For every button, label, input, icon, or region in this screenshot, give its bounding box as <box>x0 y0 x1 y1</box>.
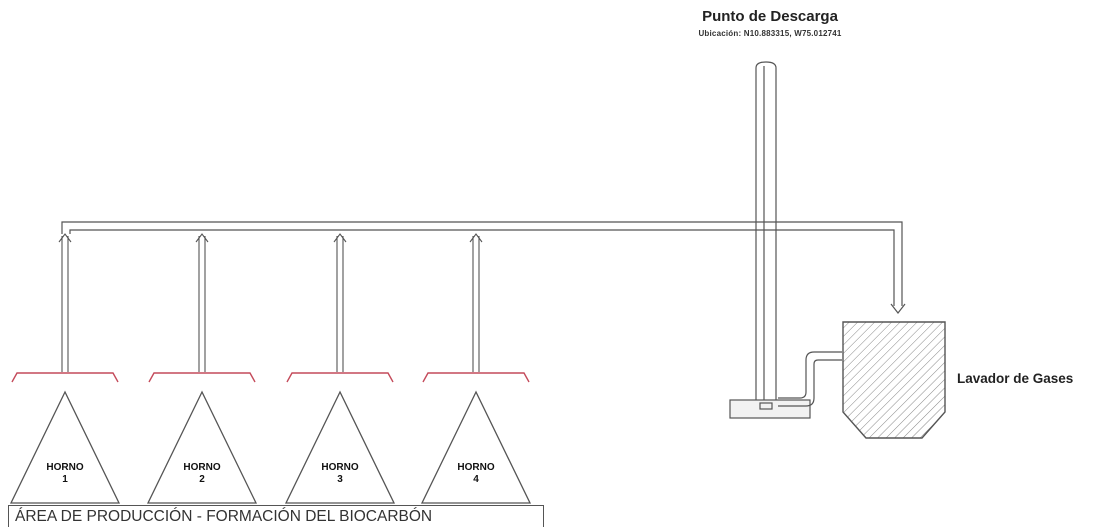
kiln-label-2: HORNO 2 <box>162 462 242 486</box>
scrubber-inlet-arrow <box>890 303 906 314</box>
kiln-name: HORNO <box>457 462 495 473</box>
discharge-stack <box>729 61 811 419</box>
kiln-label-4: HORNO 4 <box>436 462 516 486</box>
kiln-number: 4 <box>473 474 479 485</box>
kiln-hood-3 <box>286 372 394 383</box>
riser-arrow-4 <box>469 233 483 243</box>
kiln-2 <box>146 390 258 504</box>
production-area-label: ÁREA DE PRODUCCIÓN - FORMACIÓN DEL BIOCA… <box>8 505 544 527</box>
kiln-name: HORNO <box>321 462 359 473</box>
kiln-number: 3 <box>337 474 343 485</box>
kiln-hood-2 <box>148 372 256 383</box>
scrubber-connection-pipe <box>778 351 842 407</box>
kiln-label-3: HORNO 3 <box>300 462 380 486</box>
gas-scrubber <box>842 321 946 439</box>
riser-arrow-2 <box>195 233 209 243</box>
kiln-1 <box>9 390 121 504</box>
kiln-number: 1 <box>62 474 68 485</box>
collector-duct <box>61 221 903 306</box>
discharge-point-title: Punto de Descarga <box>702 8 838 25</box>
kiln-name: HORNO <box>46 462 84 473</box>
riser-arrow-3 <box>333 233 347 243</box>
gas-scrubber-label: Lavador de Gases <box>957 371 1074 386</box>
kiln-4 <box>420 390 532 504</box>
kiln-3 <box>284 390 396 504</box>
kiln-hood-1 <box>11 372 119 383</box>
kiln-hood-4 <box>422 372 530 383</box>
discharge-point-location: Ubicación: N10.883315, W75.012741 <box>698 29 842 38</box>
riser-arrow-1 <box>58 233 72 243</box>
kiln-label-1: HORNO 1 <box>25 462 105 486</box>
kiln-name: HORNO <box>183 462 221 473</box>
kiln-number: 2 <box>199 474 205 485</box>
kiln-group <box>9 233 532 504</box>
